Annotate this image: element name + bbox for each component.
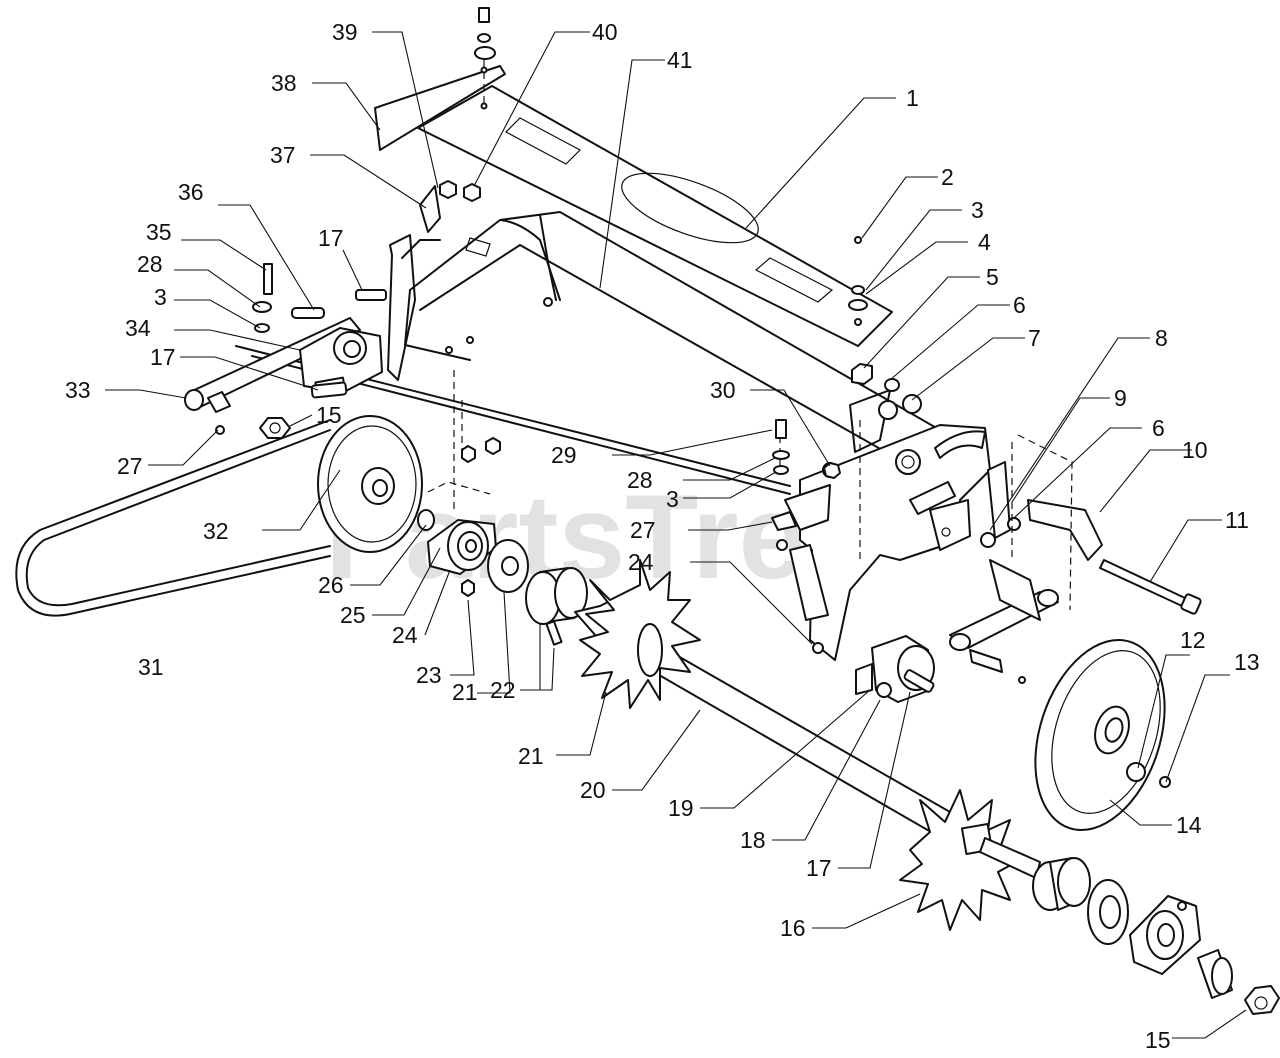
callout-8: 8 — [1155, 325, 1168, 351]
callout-21-tine: 21 — [518, 743, 544, 769]
callout-40: 40 — [592, 19, 618, 45]
callout-17-bottom: 17 — [806, 855, 832, 881]
callout-15-bottom: 15 — [1145, 1027, 1171, 1053]
callout-39: 39 — [332, 19, 358, 45]
callout-24-left: 24 — [392, 622, 418, 648]
right-bearing-stack — [1032, 857, 1280, 1015]
callout-leaders — [105, 31, 1247, 1039]
callout-6-right: 6 — [1152, 415, 1165, 441]
callout-3-mid: 3 — [666, 486, 679, 512]
callout-15-left: 15 — [316, 402, 342, 428]
callout-3-left: 3 — [154, 284, 167, 310]
callout-9: 9 — [1114, 385, 1127, 411]
callout-13: 13 — [1234, 649, 1260, 675]
callout-4: 4 — [978, 229, 991, 255]
pulley-nut — [259, 417, 291, 439]
callout-27-mid: 27 — [630, 517, 656, 543]
callout-6-top: 6 — [1013, 292, 1026, 318]
callout-27-left: 27 — [117, 453, 143, 479]
callout-35: 35 — [146, 219, 172, 245]
left-bracket-part — [419, 185, 441, 233]
center-bearing-housing — [855, 635, 935, 703]
v-belt-part — [15, 419, 331, 617]
callout-17-left: 17 — [150, 344, 176, 370]
callout-11: 11 — [1225, 507, 1249, 533]
callout-12: 12 — [1180, 627, 1206, 653]
callout-32: 32 — [203, 518, 229, 544]
end-tine-part — [899, 789, 1041, 931]
left-hardware — [252, 263, 387, 399]
hardware-39-40 — [439, 180, 481, 202]
right-bracket-part — [980, 434, 1103, 611]
callout-38: 38 — [271, 70, 297, 96]
callout-30: 30 — [710, 377, 736, 403]
callout-3-right: 3 — [971, 197, 984, 223]
pulley-part — [317, 415, 423, 553]
callout-34: 34 — [125, 315, 151, 341]
callout-10: 10 — [1182, 437, 1208, 463]
callout-41: 41 — [667, 47, 693, 73]
wheel-part — [1034, 638, 1171, 832]
right-side-plate — [784, 389, 991, 661]
deflector-flap-part — [374, 65, 506, 151]
callout-21-left: 21 — [452, 679, 478, 705]
callout-1: 1 — [906, 85, 919, 111]
callout-19: 19 — [668, 795, 694, 821]
assembly-dashed-lines — [427, 236, 922, 560]
callout-28-mid: 28 — [627, 467, 653, 493]
rotor-shaft-part — [574, 559, 951, 837]
callout-36: 36 — [178, 179, 204, 205]
callout-22: 22 — [490, 677, 516, 703]
callout-20: 20 — [580, 777, 606, 803]
wheel-crank-part — [949, 559, 1059, 684]
callout-7: 7 — [1028, 325, 1041, 351]
callout-16: 16 — [780, 915, 806, 941]
callout-26: 26 — [318, 572, 344, 598]
callout-37: 37 — [270, 142, 296, 168]
callout-33: 33 — [65, 377, 91, 403]
callout-14: 14 — [1176, 812, 1202, 838]
callout-23: 23 — [416, 662, 442, 688]
callout-29: 29 — [551, 442, 577, 468]
callout-5: 5 — [986, 264, 999, 290]
callout-labels: 39 40 41 38 37 36 17 35 28 3 34 17 33 15… — [65, 19, 1260, 1053]
callout-17-top: 17 — [318, 225, 344, 251]
callout-18: 18 — [740, 827, 766, 853]
top-bolt-stack — [474, 7, 496, 110]
top-cover-part — [417, 85, 893, 347]
callout-2: 2 — [941, 164, 954, 190]
callout-28-left: 28 — [137, 251, 163, 277]
callout-31: 31 — [138, 654, 164, 680]
long-bolt-part — [1099, 559, 1202, 615]
callout-25: 25 — [340, 602, 366, 628]
left-seal-bushing — [487, 539, 588, 646]
callout-24-mid: 24 — [628, 549, 654, 575]
